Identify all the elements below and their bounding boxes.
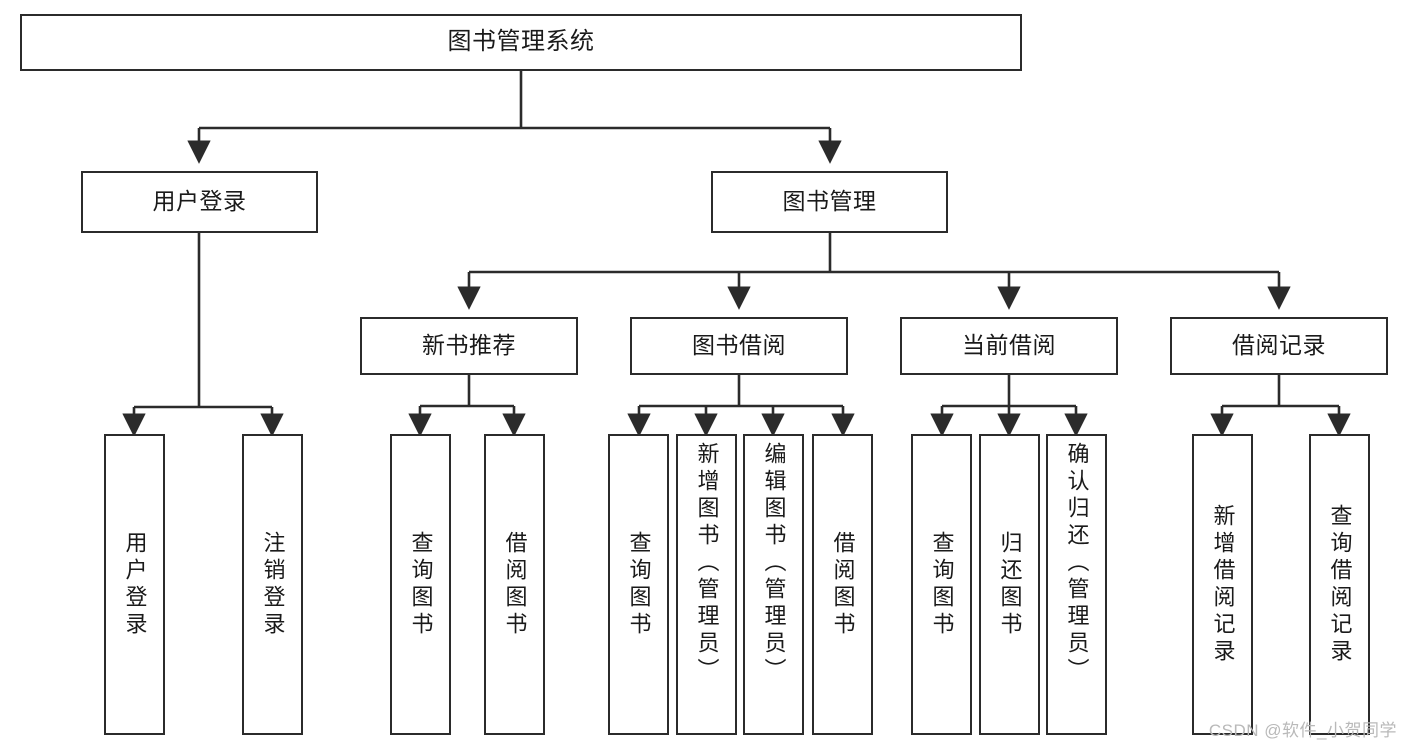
node-label: 借阅图书: [502, 530, 528, 639]
node-label: 确认归还（管理员）: [1064, 442, 1090, 685]
node-label: 图书管理: [782, 188, 877, 215]
node-label: 用户登录: [152, 188, 247, 215]
node-leaf-logout[interactable]: 注销登录: [242, 434, 303, 735]
node-label: 图书管理系统: [447, 28, 595, 56]
node-root[interactable]: 图书管理系统: [20, 14, 1022, 71]
node-label: 查询图书: [626, 530, 652, 639]
node-book-borrow[interactable]: 图书借阅: [630, 317, 848, 375]
node-user-login[interactable]: 用户登录: [81, 171, 318, 233]
node-label: 图书借阅: [692, 332, 786, 359]
node-leaf-borrow-book-1[interactable]: 借阅图书: [484, 434, 545, 735]
node-label: 新增借阅记录: [1210, 503, 1236, 666]
node-leaf-query-record[interactable]: 查询借阅记录: [1309, 434, 1370, 735]
node-label: 新增图书（管理员）: [694, 442, 720, 685]
node-current-borrow[interactable]: 当前借阅: [900, 317, 1118, 375]
node-leaf-add-book[interactable]: 新增图书（管理员）: [676, 434, 737, 735]
node-leaf-query-book-3[interactable]: 查询图书: [911, 434, 972, 735]
node-label: 归还图书: [997, 530, 1023, 639]
node-label: 查询图书: [929, 530, 955, 639]
node-leaf-borrow-book-2[interactable]: 借阅图书: [812, 434, 873, 735]
node-leaf-add-record[interactable]: 新增借阅记录: [1192, 434, 1253, 735]
csdn-watermark: CSDN @软件_小贺同学: [1208, 721, 1397, 740]
node-leaf-confirm-return[interactable]: 确认归还（管理员）: [1046, 434, 1107, 735]
node-leaf-query-book-1[interactable]: 查询图书: [390, 434, 451, 735]
node-label: 查询借阅记录: [1327, 503, 1353, 666]
node-book-manage[interactable]: 图书管理: [711, 171, 948, 233]
node-label: 借阅记录: [1232, 332, 1326, 359]
node-label: 当前借阅: [962, 332, 1056, 359]
node-leaf-return-book[interactable]: 归还图书: [979, 434, 1040, 735]
node-leaf-user-login[interactable]: 用户登录: [104, 434, 165, 735]
node-label: 查询图书: [408, 530, 434, 639]
node-label: 注销登录: [260, 530, 286, 639]
node-label: 编辑图书（管理员）: [761, 442, 787, 685]
node-new-book-rec[interactable]: 新书推荐: [360, 317, 578, 375]
node-leaf-query-book-2[interactable]: 查询图书: [608, 434, 669, 735]
node-borrow-record[interactable]: 借阅记录: [1170, 317, 1388, 375]
node-label: 用户登录: [122, 530, 148, 639]
node-leaf-edit-book[interactable]: 编辑图书（管理员）: [743, 434, 804, 735]
node-label: 借阅图书: [830, 530, 856, 639]
node-label: 新书推荐: [422, 332, 516, 359]
